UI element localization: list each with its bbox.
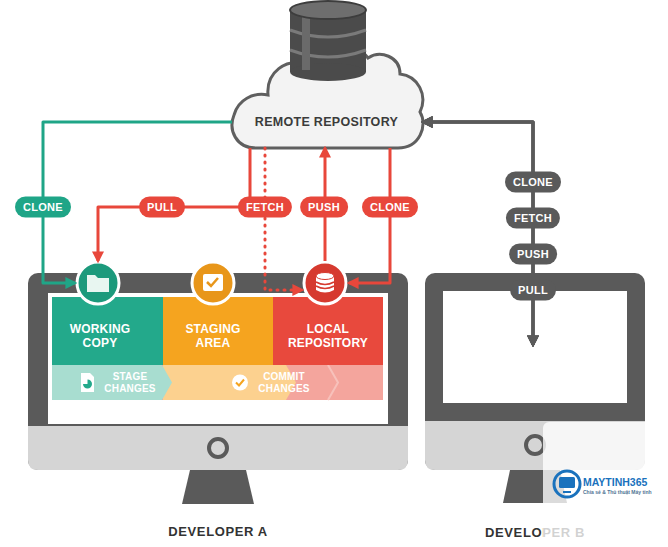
edge-label: CLONE — [15, 197, 71, 218]
check-mark — [207, 278, 218, 286]
monitor-chin — [28, 426, 408, 470]
edge-label: FETCH — [238, 197, 292, 218]
check-circle — [232, 375, 248, 391]
tray-icon — [203, 274, 223, 291]
band-step — [52, 365, 172, 400]
panel-fill — [163, 297, 273, 365]
logo-stand — [563, 491, 571, 493]
logo-screen — [559, 477, 575, 488]
process-panel: WORKING COPY — [52, 258, 163, 365]
database-base — [290, 63, 366, 81]
power-button — [209, 439, 227, 457]
check-mark — [236, 380, 244, 386]
edge-label: FETCH — [506, 208, 560, 229]
database-icon-top — [316, 273, 334, 280]
database-highlight — [302, 14, 310, 70]
connector-arrow — [423, 122, 533, 345]
step-band: COMMIT CHANGES — [163, 365, 328, 400]
watermark-text: MAYTINH365 — [583, 476, 647, 488]
node-text: LOCAL REPOSITORY — [281, 322, 375, 350]
connector-arrow — [423, 122, 533, 345]
panel-fill — [52, 297, 163, 365]
connector-arrow — [98, 148, 250, 261]
panel-badge — [77, 262, 119, 304]
edge-label: PUSH — [509, 244, 557, 265]
watermark-panel: MAYTINH365Chia sẻ & Thủ thuật Máy tính — [543, 422, 668, 547]
edge-label: CLONE — [505, 172, 561, 193]
step-band: STAGE CHANGES — [52, 365, 172, 400]
process-panel: STAGING AREA — [163, 258, 273, 365]
edge-label: PUSH — [300, 197, 348, 218]
monitor-stand — [182, 470, 254, 504]
power-button — [526, 436, 544, 454]
connector-arrow — [265, 148, 302, 290]
band-chevron — [328, 365, 338, 400]
connector-arrow — [43, 122, 232, 283]
panel-badge — [192, 262, 234, 304]
cloud-repository: REMOTE REPOSITORY — [228, 0, 425, 150]
database-band — [290, 50, 366, 57]
node-text: COMMIT CHANGES — [253, 371, 315, 394]
band-base — [52, 365, 383, 400]
node-text: WORKING COPY — [60, 322, 140, 350]
watermark-text: Chia sẻ & Thủ thuật Máy tính — [583, 489, 652, 495]
connector-arrow — [423, 122, 533, 345]
process-panel: LOCAL REPOSITORY — [273, 258, 383, 365]
node-text: DEVELOPER A — [28, 524, 408, 540]
monitor-screen — [48, 293, 388, 424]
panel-fill — [273, 297, 383, 365]
edge-label: CLONE — [362, 197, 418, 218]
connector-arrow — [423, 122, 533, 345]
folder-icon — [87, 275, 109, 292]
logo-ring — [554, 471, 580, 497]
node-text: STAGING AREA — [173, 322, 253, 350]
database-icon-band — [316, 282, 334, 289]
edge-label: PULL — [510, 280, 556, 301]
database-band — [290, 30, 366, 37]
node-text: STAGE CHANGES — [100, 371, 160, 394]
node-text: REMOTE REPOSITORY — [228, 115, 425, 130]
developer-monitor: DEVELOPER A WORKING COPY STAGING AREA LOCAL… — [28, 258, 408, 547]
pie-icon — [83, 380, 92, 389]
database-top — [290, 1, 366, 19]
document-icon — [81, 373, 94, 392]
panel-badge — [304, 262, 346, 304]
edge-label: PULL — [139, 197, 185, 218]
monitor-screen — [443, 291, 627, 403]
